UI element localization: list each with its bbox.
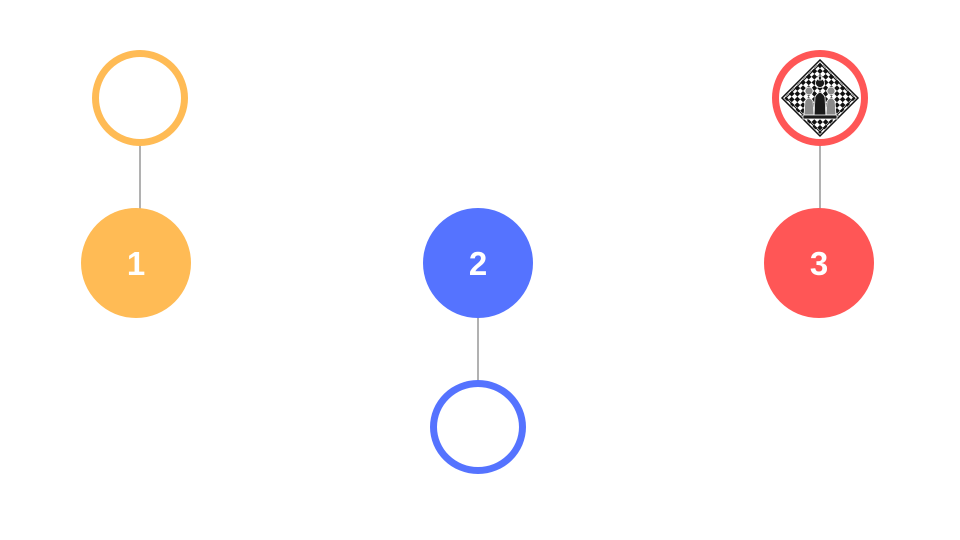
step-2-ring (430, 380, 526, 474)
connector-line-1 (139, 142, 141, 210)
chess-pieces (802, 75, 838, 120)
step-1-number: 1 (126, 244, 146, 282)
connector-line-3 (819, 142, 821, 210)
connector-line-2 (477, 316, 479, 384)
step-3-number: 3 (809, 244, 829, 282)
step-2-number: 2 (468, 244, 488, 282)
step-3-ring (772, 50, 868, 146)
step-3-circle: 3 (764, 208, 874, 318)
step-2-circle: 2 (423, 208, 533, 318)
step-1-ring (92, 50, 188, 146)
step-1-circle: 1 (81, 208, 191, 318)
chess-board-icon (780, 58, 860, 138)
